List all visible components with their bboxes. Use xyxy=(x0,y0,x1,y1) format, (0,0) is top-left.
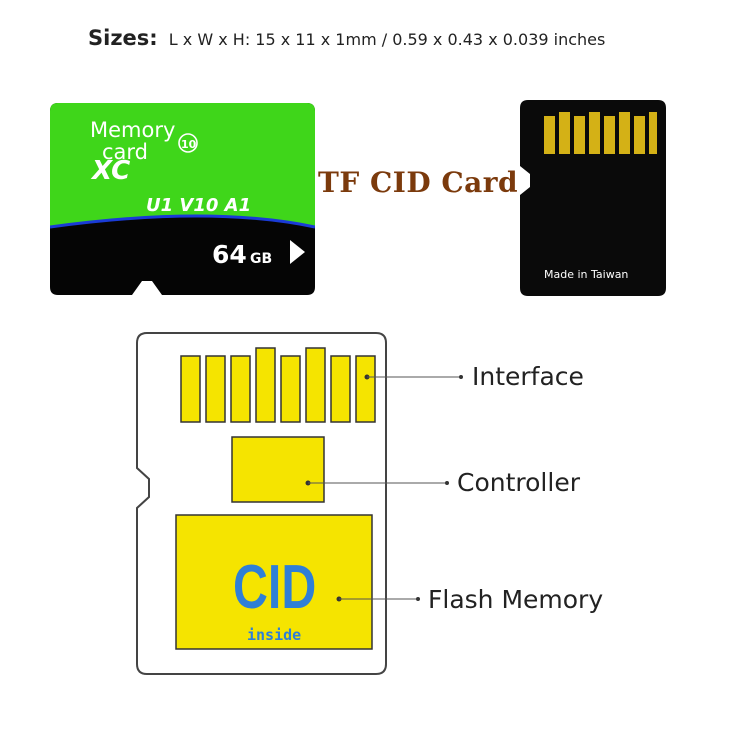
flash-memory-chip xyxy=(175,514,373,650)
back-card: Made in Taiwan xyxy=(520,100,666,296)
capacity: 64 xyxy=(212,240,247,269)
interface-pin xyxy=(355,355,376,423)
capacity-unit: GB xyxy=(250,251,272,267)
sizes-heading: Sizes: L x W x H: 15 x 11 x 1mm / 0.59 x… xyxy=(88,26,605,50)
interface-pin xyxy=(180,355,201,423)
sizes-label: Sizes: xyxy=(88,26,158,50)
brand-line2: card xyxy=(102,140,148,164)
flash-end-dot xyxy=(416,597,420,601)
gold-pin xyxy=(604,116,615,154)
card-type: XC xyxy=(90,156,130,186)
insert-arrow-icon xyxy=(290,240,305,264)
made-in-label: Made in Taiwan xyxy=(544,268,628,281)
front-card-band xyxy=(50,214,315,229)
gold-pin xyxy=(544,116,555,154)
gold-pin xyxy=(619,112,630,154)
gold-pin xyxy=(649,112,657,154)
gold-pin xyxy=(559,112,570,154)
interface-pin xyxy=(305,347,326,423)
brand-line1: Memory xyxy=(90,118,175,142)
tf-cid-card-title: TF CID Card xyxy=(318,166,519,199)
interface-pins xyxy=(180,347,376,423)
gold-pin xyxy=(574,116,585,154)
cid-text: CID xyxy=(233,552,316,621)
front-card: Memory card 10 XC U1 V10 A1 64 GB xyxy=(50,103,315,295)
gold-pin xyxy=(589,112,600,154)
interface-pin xyxy=(230,355,251,423)
interface-pin xyxy=(280,355,301,423)
class-badge: 10 xyxy=(181,138,197,151)
interface-end-dot xyxy=(459,375,463,379)
interface-pin xyxy=(205,355,226,423)
interface-pin xyxy=(330,355,351,423)
controller-chip xyxy=(231,436,325,503)
inside-text: inside xyxy=(247,626,301,644)
controller-label: Controller xyxy=(457,468,580,497)
flash-memory-label: Flash Memory xyxy=(428,585,604,614)
front-card-top xyxy=(50,103,315,227)
gold-pin xyxy=(634,116,645,154)
sizes-dimensions: L x W x H: 15 x 11 x 1mm / 0.59 x 0.43 x… xyxy=(168,30,606,49)
class10-icon xyxy=(178,133,198,153)
gold-pins xyxy=(544,112,657,154)
speed-marks: U1 V10 A1 xyxy=(146,195,251,216)
interface-pin xyxy=(255,347,276,423)
controller-end-dot xyxy=(445,481,449,485)
interface-label: Interface xyxy=(472,362,584,391)
